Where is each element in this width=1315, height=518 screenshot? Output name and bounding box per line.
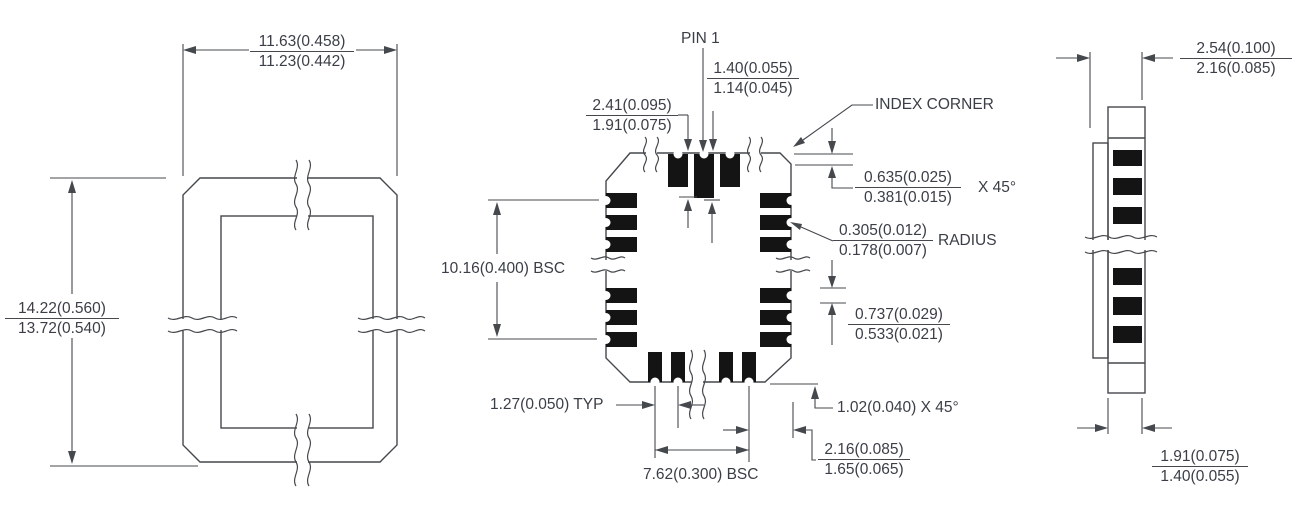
bottom-view-dim-lines bbox=[488, 48, 873, 462]
castellation-radius-suffix: RADIUS bbox=[938, 232, 997, 249]
dim-bottom-row-span: 7.62(0.300) BSC bbox=[643, 466, 759, 483]
dim-pad-pitch: 1.27(0.050) TYP bbox=[490, 396, 604, 413]
dim-overall-thickness: 2.54(0.100) 2.16(0.085) bbox=[1180, 40, 1292, 77]
dim-base-width: 1.91(0.075) 1.40(0.055) bbox=[1152, 448, 1248, 485]
dim-index-chamfer: 0.635(0.025) 0.381(0.015) bbox=[855, 169, 961, 206]
dim-pad-height: 0.737(0.029) 0.533(0.021) bbox=[848, 306, 950, 343]
contact-pads bbox=[606, 154, 791, 382]
top-view-inner-outline bbox=[220, 215, 374, 429]
break-gaps bbox=[177, 172, 402, 467]
top-view-outer-outline bbox=[182, 177, 398, 463]
dim-pad-length: 2.41(0.095) 1.91(0.075) bbox=[586, 97, 678, 134]
castellation-notches bbox=[601, 149, 796, 387]
index-chamfer-suffix: X 45° bbox=[978, 179, 1017, 196]
side-view bbox=[1056, 52, 1173, 434]
top-view bbox=[50, 44, 426, 487]
side-pads bbox=[1113, 150, 1142, 343]
dim-side-row-span: 10.16(0.400) BSC bbox=[441, 260, 566, 277]
dim-pin1-pad-width: 1.40(0.055) 1.14(0.045) bbox=[707, 60, 799, 97]
break-gaps bbox=[599, 147, 797, 388]
dim-package-height: 14.22(0.560) 13.72(0.540) bbox=[5, 300, 119, 337]
dim-overall-thickness-lines bbox=[1056, 52, 1173, 128]
break-lines bbox=[1084, 234, 1158, 255]
bottom-view bbox=[488, 48, 873, 462]
pin1-pad bbox=[694, 154, 714, 198]
break-lines bbox=[167, 159, 426, 487]
dim-base-width-lines bbox=[1077, 398, 1172, 434]
side-view-lid bbox=[1092, 142, 1109, 359]
dim-corner-chamfer: 1.02(0.040) X 45° bbox=[837, 399, 959, 416]
index-corner-label: INDEX CORNER bbox=[875, 96, 994, 113]
dim-castellation-radius: 0.305(0.012) 0.178(0.007) bbox=[833, 222, 933, 259]
dim-package-height-lines bbox=[50, 177, 198, 467]
pin1-label: PIN 1 bbox=[681, 30, 720, 47]
dim-pad-to-edge: 2.16(0.085) 1.65(0.065) bbox=[818, 441, 910, 478]
dim-package-width: 11.63(0.458) 11.23(0.442) bbox=[250, 33, 354, 70]
dim-package-width-lines bbox=[182, 44, 398, 176]
